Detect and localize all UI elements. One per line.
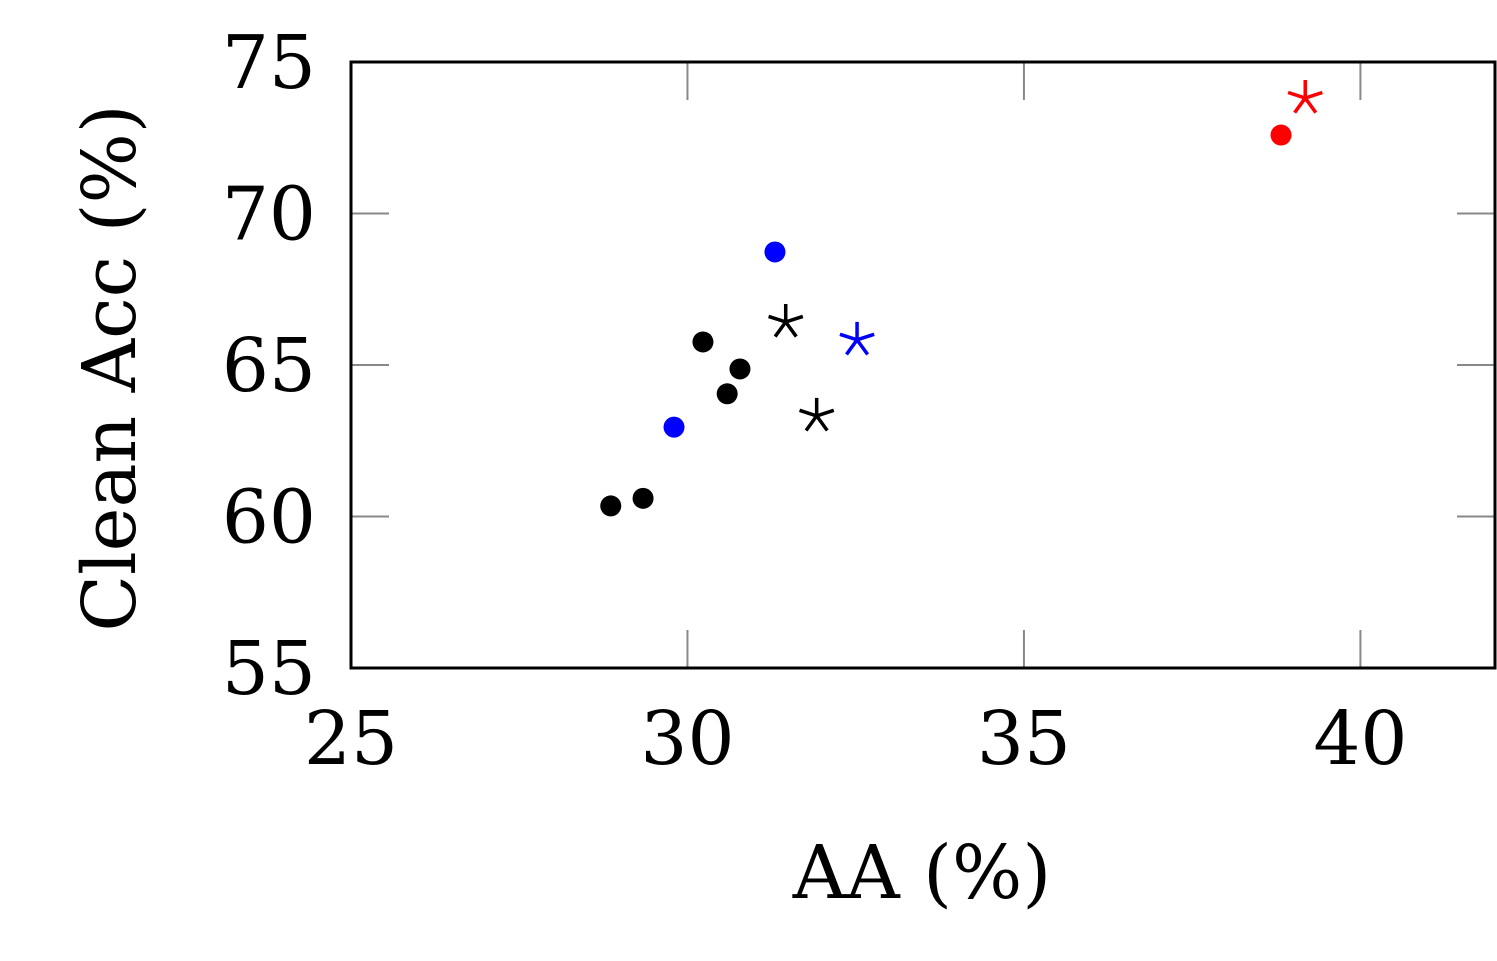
y-tick-label: 55 (222, 626, 316, 712)
y-tick-label: 75 (222, 20, 316, 106)
data-point-circle (600, 495, 622, 517)
x-tick-label: 25 (304, 696, 398, 782)
y-tick-label: 70 (222, 172, 316, 258)
y-tick-labels: 55 60 65 70 75 (222, 20, 316, 712)
y-axis-label: Clean Acc (%) (67, 104, 153, 631)
star-stroke (839, 321, 875, 356)
plot-frame (349, 60, 1497, 670)
data-point-circle (716, 383, 738, 405)
data-point-star (799, 397, 835, 432)
y-tick-label: 60 (222, 475, 316, 561)
x-tick-labels: 25 30 35 40 (304, 696, 1408, 782)
data-point-circle (632, 487, 654, 509)
x-tick-label: 40 (1313, 696, 1407, 782)
data-point-star (839, 321, 875, 356)
x-axis-label: AA (%) (792, 830, 1051, 916)
star-stroke (799, 397, 835, 432)
x-tick-label: 30 (640, 696, 734, 782)
star-stroke (1287, 80, 1323, 114)
tick-marks (351, 62, 1495, 668)
data-points (600, 80, 1323, 517)
data-point-circle (663, 416, 685, 438)
data-point-circle (1270, 124, 1292, 146)
x-tick-label: 35 (977, 696, 1071, 782)
data-point-circle (692, 331, 714, 353)
data-point-circle (729, 358, 751, 380)
y-tick-label: 65 (222, 323, 316, 409)
data-point-star (1287, 80, 1323, 114)
data-point-circle (764, 241, 786, 263)
data-point-star (768, 303, 804, 338)
star-stroke (768, 303, 804, 338)
